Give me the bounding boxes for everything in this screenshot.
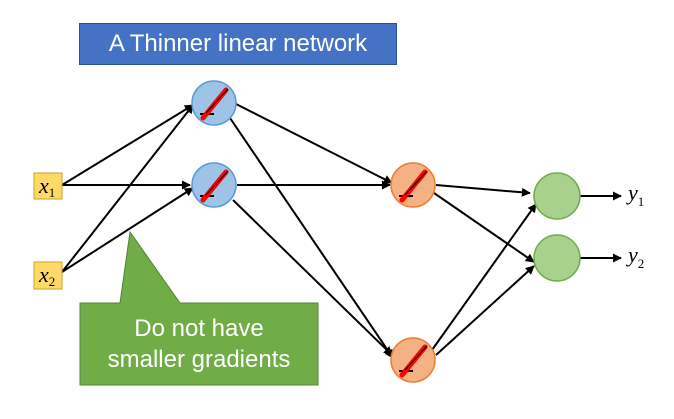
- input-node-x1: x1: [33, 172, 63, 200]
- hidden1-node-top: [191, 80, 237, 126]
- svg-text:x2: x2: [38, 262, 55, 289]
- input-node-x2: x2: [33, 261, 63, 290]
- title-text: A Thinner linear network: [108, 30, 368, 57]
- output-label-y1: y1: [626, 180, 644, 209]
- output-node-top: [533, 172, 581, 220]
- title-banner: A Thinner linear network: [79, 23, 397, 65]
- output-node-bottom: [533, 234, 581, 282]
- output-label-y2: y2: [626, 242, 644, 271]
- callout-line-2: smaller gradients: [107, 346, 291, 373]
- svg-text:x1: x1: [38, 173, 55, 200]
- hidden2-node-bottom: [390, 337, 436, 383]
- callout-line-1: Do not have: [134, 315, 264, 342]
- hidden2-node-top: [390, 162, 436, 208]
- edges-output-arrows: [580, 191, 622, 263]
- edges-hidden2-to-output: [431, 184, 537, 356]
- edges-input-to-hidden1: [61, 104, 194, 273]
- callout-text: Do not have smaller gradients: [80, 303, 318, 385]
- edges-hidden1-to-hidden2: [229, 103, 394, 359]
- callout-bubble: [79, 230, 319, 386]
- hidden1-node-bottom: [191, 162, 237, 208]
